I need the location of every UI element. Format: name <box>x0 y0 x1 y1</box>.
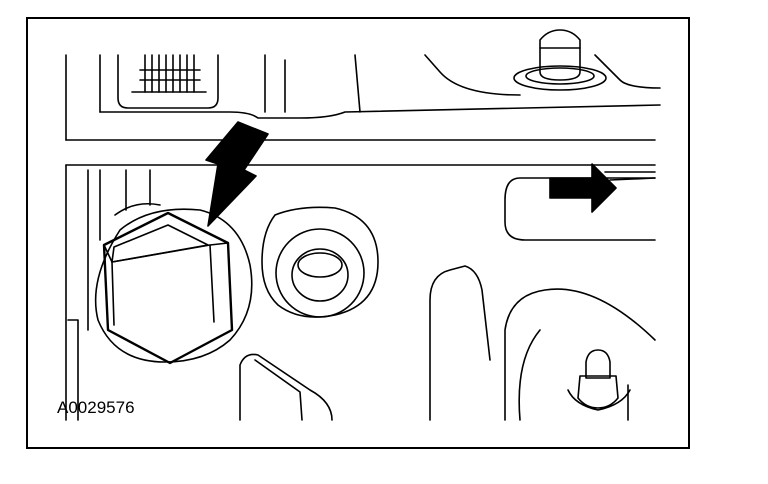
electrical-connector <box>117 54 219 109</box>
housing-rib <box>264 54 521 113</box>
hex-plug <box>102 211 234 365</box>
top-stud <box>513 29 661 91</box>
slot-recess <box>504 171 656 241</box>
bottom-stud <box>567 349 631 421</box>
plug-boss <box>94 208 253 363</box>
direction-arrow-icon <box>549 163 617 213</box>
cylinder-head-outline <box>65 54 661 421</box>
pointer-arrow-icon <box>205 121 269 227</box>
left-bracket <box>67 169 161 421</box>
round-boss <box>261 206 379 318</box>
figure-id-label: A0029576 <box>57 398 135 417</box>
lower-casting <box>239 265 656 421</box>
